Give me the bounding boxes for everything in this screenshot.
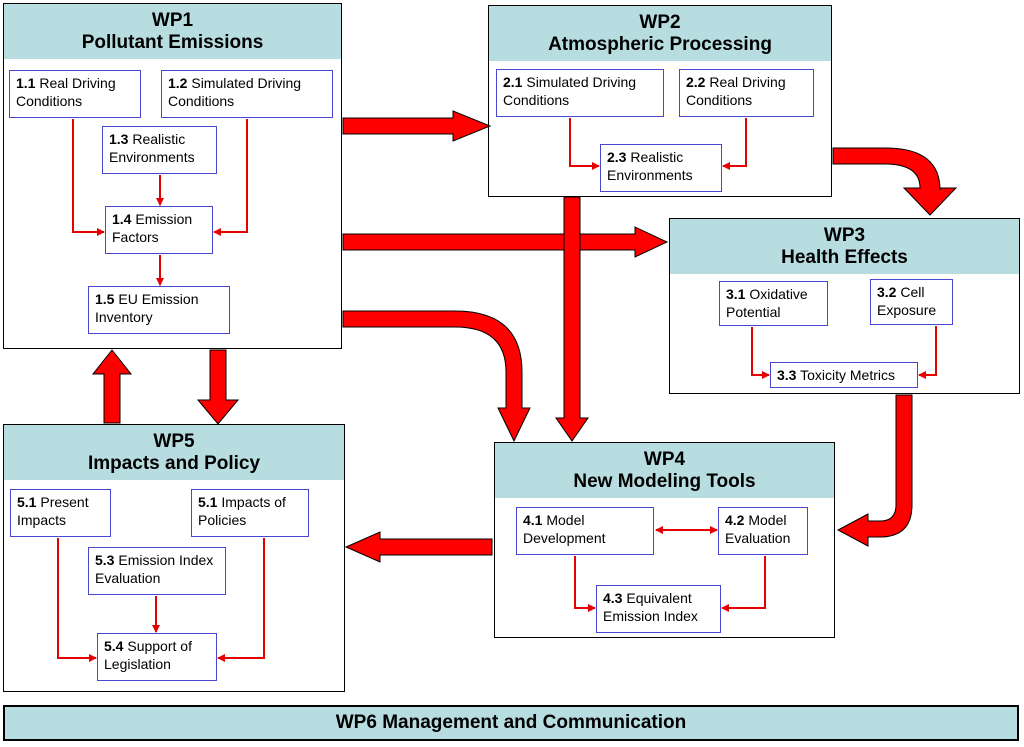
wp4-number: WP4 xyxy=(643,449,686,470)
wp5-title: Impacts and Policy xyxy=(87,453,261,474)
task-5-4-number: 5.4 xyxy=(104,638,124,654)
task-5-1-policies-number: 5.1 xyxy=(198,494,218,510)
wp4-header: WP4 New Modeling Tools xyxy=(495,443,834,498)
task-2-2: 2.2 Real Driving Conditions xyxy=(679,69,814,117)
wp2-number: WP2 xyxy=(639,12,681,33)
task-2-3: 2.3 Realistic Environments xyxy=(600,144,722,192)
task-3-2-label: Cell Exposure xyxy=(877,284,937,318)
task-1-1: 1.1 Real Driving Conditions xyxy=(9,70,141,118)
arrow-wp2-to-wp3 xyxy=(832,147,958,216)
arrow-wp3-to-wp4 xyxy=(836,394,913,547)
task-5-1-present-number: 5.1 xyxy=(17,494,37,510)
wp1-title: Pollutant Emissions xyxy=(81,32,264,53)
task-2-1-label: Simulated Driving Conditions xyxy=(503,74,637,108)
task-5-3-label: Emission Index Evaluation xyxy=(95,552,214,586)
task-4-3: 4.3 Equivalent Emission Index xyxy=(596,585,721,633)
arrow-wp1-to-wp5 xyxy=(196,349,240,425)
wp3-number: WP3 xyxy=(823,225,866,246)
task-2-2-number: 2.2 xyxy=(686,74,706,90)
task-1-5: 1.5 EU Emission Inventory xyxy=(88,286,230,334)
wp5-header: WP5 Impacts and Policy xyxy=(4,425,344,480)
wp4-title: New Modeling Tools xyxy=(573,471,756,492)
task-4-1-number: 4.1 xyxy=(523,512,543,528)
task-4-3-label: Equivalent Emission Index xyxy=(603,590,698,624)
task-1-4: 1.4 Emission Factors xyxy=(105,206,213,254)
arrow-wp2-to-wp4 xyxy=(555,196,589,442)
wp3-header: WP3 Health Effects xyxy=(670,219,1019,274)
task-4-1: 4.1 Model Development xyxy=(516,507,654,555)
task-5-1-policies-label: Impacts of Policies xyxy=(198,494,286,528)
task-4-1-label: Model Development xyxy=(523,512,606,546)
task-3-3: 3.3 Toxicity Metrics xyxy=(770,362,918,388)
task-5-4-label: Support of Legislation xyxy=(104,638,192,672)
task-1-4-number: 1.4 xyxy=(112,211,132,227)
task-1-5-number: 1.5 xyxy=(95,291,115,307)
wp1-number: WP1 xyxy=(151,10,194,31)
wp6-banner: WP6 Management and Communication xyxy=(3,705,1019,741)
arrow-wp1-to-wp2 xyxy=(342,110,492,142)
arrow-wp1-to-wp3 xyxy=(342,226,669,258)
task-1-3-label: Realistic Environments xyxy=(109,131,195,165)
wp2-header: WP2 Atmospheric Processing xyxy=(489,6,831,61)
task-1-4-label: Emission Factors xyxy=(112,211,193,245)
task-1-2-label: Simulated Driving Conditions xyxy=(168,75,302,109)
task-4-2-number: 4.2 xyxy=(725,512,745,528)
task-1-5-label: EU Emission Inventory xyxy=(95,291,199,325)
task-3-1-label: Oxidative Potential xyxy=(726,286,808,320)
task-2-2-label: Real Driving Conditions xyxy=(686,74,786,108)
wp1-header: WP1 Pollutant Emissions xyxy=(4,4,341,59)
wp5-number: WP5 xyxy=(153,431,195,452)
task-4-3-number: 4.3 xyxy=(603,590,623,606)
task-5-3-number: 5.3 xyxy=(95,552,115,568)
task-5-1-present-label: Present Impacts xyxy=(17,494,89,528)
task-2-1-number: 2.1 xyxy=(503,74,523,90)
task-1-3-number: 1.3 xyxy=(109,131,129,147)
wp2-title: Atmospheric Processing xyxy=(548,34,772,55)
task-2-3-number: 2.3 xyxy=(607,149,627,165)
task-5-1-present: 5.1 Present Impacts xyxy=(10,489,111,537)
task-1-1-number: 1.1 xyxy=(16,75,36,91)
task-3-1-number: 3.1 xyxy=(726,286,746,302)
task-1-1-label: Real Driving Conditions xyxy=(16,75,116,109)
task-4-2-label: Model Evaluation xyxy=(725,512,791,546)
task-5-4: 5.4 Support of Legislation xyxy=(97,633,217,681)
wp3-title: Health Effects xyxy=(781,247,908,268)
task-1-3: 1.3 Realistic Environments xyxy=(102,126,217,174)
task-3-2-number: 3.2 xyxy=(877,284,897,300)
arrow-wp4-to-wp5 xyxy=(344,531,493,563)
task-3-2: 3.2 Cell Exposure xyxy=(870,279,953,325)
task-4-2: 4.2 Model Evaluation xyxy=(718,507,808,555)
arrow-wp1-to-wp4 xyxy=(342,310,531,443)
task-1-2-number: 1.2 xyxy=(168,75,188,91)
task-2-3-label: Realistic Environments xyxy=(607,149,693,183)
task-5-1-policies: 5.1 Impacts of Policies xyxy=(191,489,309,537)
arrow-wp5-to-wp1 xyxy=(91,349,133,424)
task-3-3-number: 3.3 xyxy=(777,367,797,383)
task-3-1: 3.1 Oxidative Potential xyxy=(719,281,828,326)
task-1-2: 1.2 Simulated Driving Conditions xyxy=(161,70,333,118)
task-2-1: 2.1 Simulated Driving Conditions xyxy=(496,69,664,117)
task-5-3: 5.3 Emission Index Evaluation xyxy=(88,547,226,595)
task-3-3-label: Toxicity Metrics xyxy=(800,367,896,383)
